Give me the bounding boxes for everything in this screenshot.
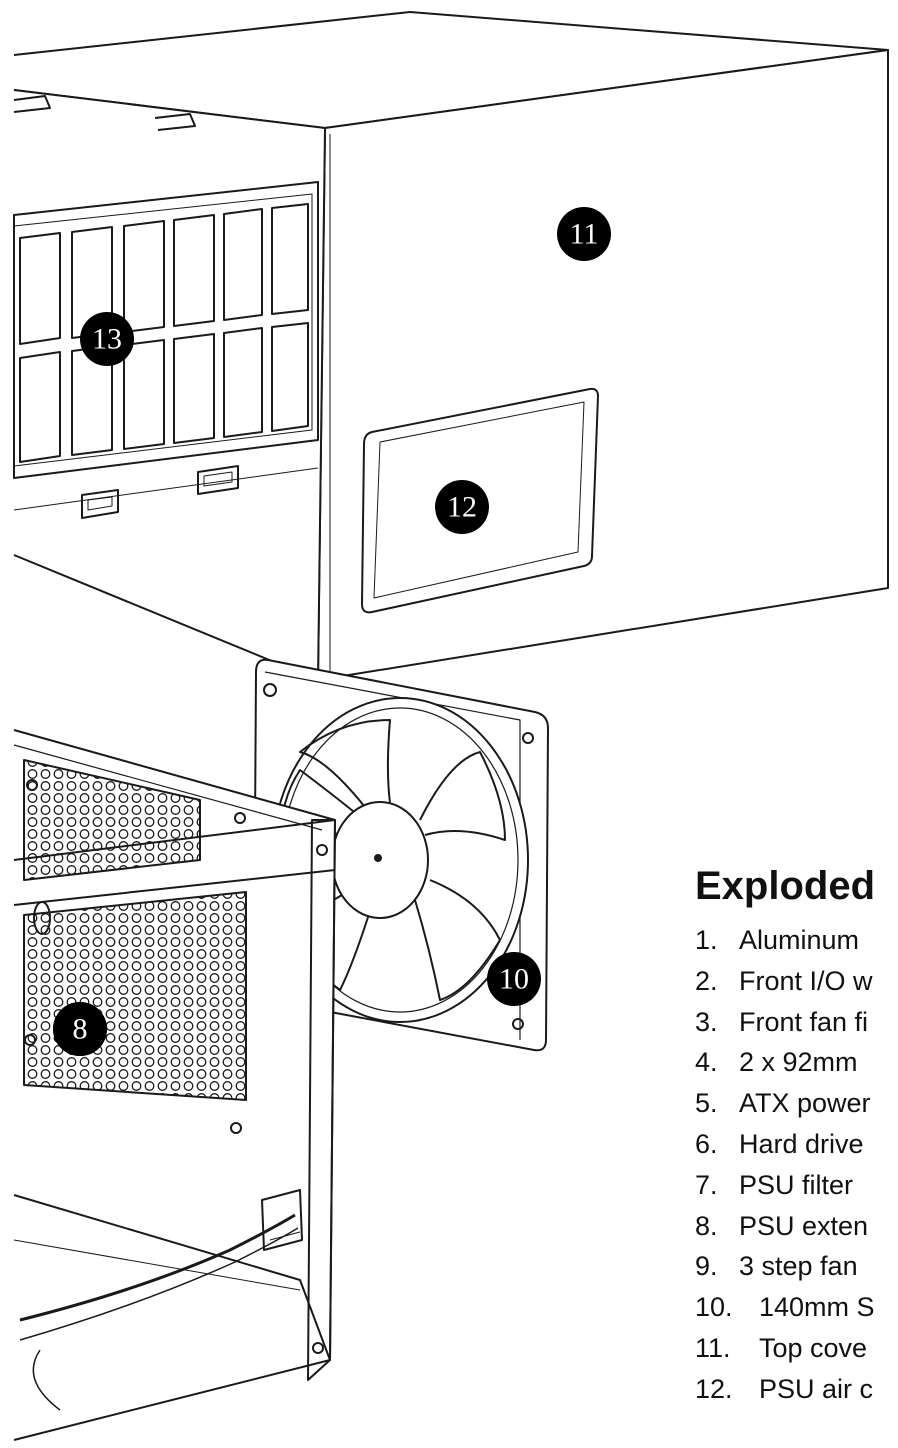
psu-extension-callout: 8 [53, 1002, 107, 1056]
callout-13-label: 13 [92, 323, 122, 356]
callout-11: 11 [557, 207, 611, 261]
callout-12: 12 [435, 480, 489, 534]
callout-10: 10 [487, 952, 541, 1006]
legend-item: 9.3 step fan [695, 1251, 858, 1282]
callout-13: 13 [80, 312, 134, 366]
callout-10-label: 10 [499, 963, 529, 996]
callout-8-label: 8 [73, 1013, 88, 1046]
legend-item: 10.140mm S [695, 1292, 875, 1323]
legend-title: Exploded [695, 864, 876, 908]
legend-list: 1.Aluminum 2.Front I/O w 3.Front fan fi … [695, 922, 898, 1412]
drive-bay-wall [13, 89, 326, 681]
callout-12-label: 12 [447, 491, 477, 524]
legend-item: 7.PSU filter [695, 1169, 854, 1200]
legend-item: 8.PSU exten [695, 1210, 869, 1241]
legend-item: 12.PSU air c [695, 1373, 874, 1404]
legend: Exploded 1.Aluminum 2.Front I/O w 3.Fron… [695, 862, 898, 1412]
legend-item: 5.ATX power [695, 1088, 871, 1119]
legend-item: 1.Aluminum [695, 925, 860, 955]
legend-item: 6.Hard drive [695, 1128, 864, 1159]
callout-11-label: 11 [570, 218, 599, 251]
legend-item: 11.Top cove [695, 1332, 868, 1363]
legend-item: 2.Front I/O w [695, 965, 873, 996]
psu-air-cutout [361, 387, 599, 614]
legend-item: 3.Front fan fi [695, 1006, 869, 1037]
legend-item: 4.2 x 92mm [695, 1047, 858, 1078]
